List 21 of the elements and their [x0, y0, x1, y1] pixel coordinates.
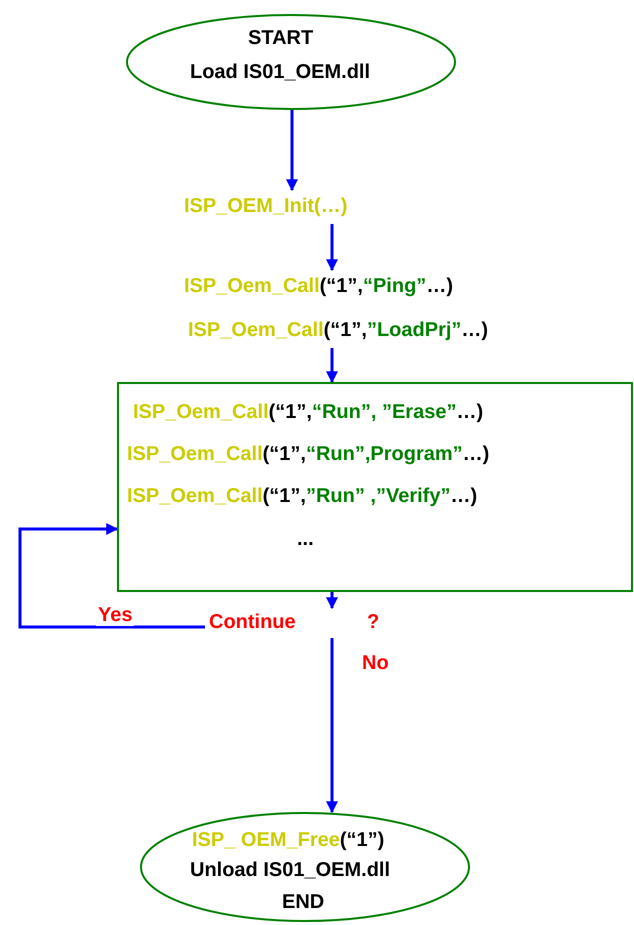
arrow [326, 638, 338, 814]
arrow [326, 348, 338, 384]
edge-label: Yes [96, 604, 134, 626]
node-text: Load IS01_OEM.dll [190, 60, 370, 84]
node-text: START [248, 26, 314, 50]
node-text: Unload IS01_OEM.dll [190, 858, 390, 882]
arrow [326, 592, 338, 610]
function-call: ISP_Oem_Call(“1”,“Run”,Program”…) [127, 442, 490, 466]
node-text: ... [297, 527, 314, 551]
arrow [18, 523, 205, 628]
node-text: END [282, 890, 324, 914]
function-call: ISP_ OEM_Free(“1”) [192, 828, 384, 852]
function-call: ISP_Oem_Call(“1”,”Run” ,”Verify”…) [127, 484, 478, 508]
function-call: ISP_Oem_Call(“1”,“Ping”…) [184, 274, 453, 298]
arrow [326, 224, 338, 272]
function-call: ISP_OEM_Init(…) [184, 194, 348, 218]
function-call: ISP_Oem_Call(“1”,”LoadPrj”…) [188, 318, 488, 342]
function-call: ISP_Oem_Call(“1”,“Run”, ”Erase”…) [133, 400, 484, 424]
decision-text: Continue [209, 610, 296, 634]
arrow [286, 110, 298, 192]
decision-text: ? [367, 610, 380, 634]
